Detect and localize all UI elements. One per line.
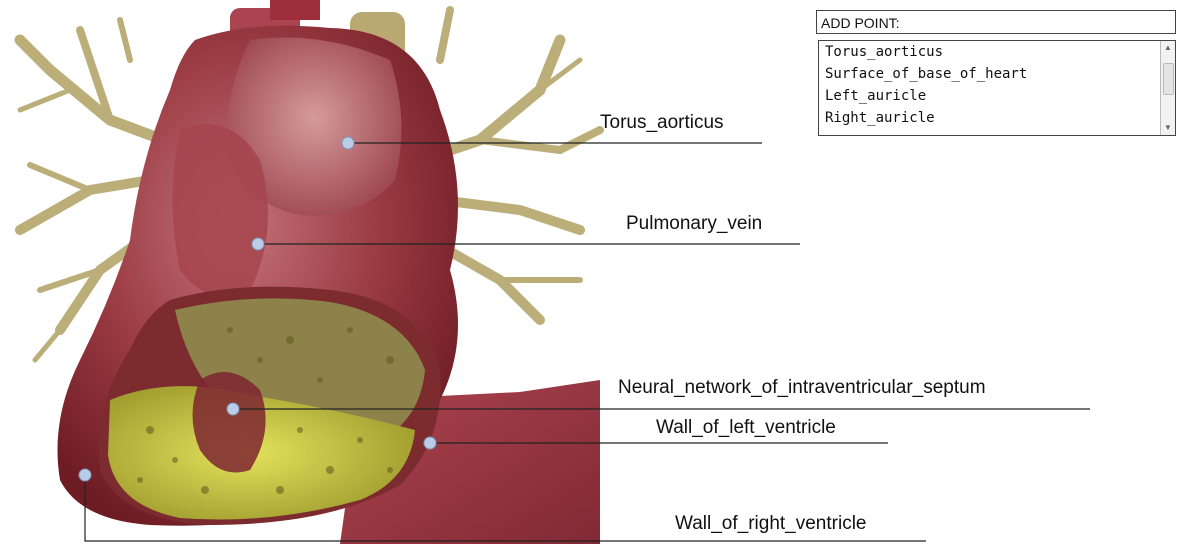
marker-pulmonary-vein[interactable]	[252, 238, 264, 250]
list-item[interactable]: Right_auricle	[825, 110, 935, 126]
list-item[interactable]: Surface_of_base_of_heart	[825, 66, 1027, 82]
scroll-down-arrow-icon[interactable]: ▼	[1161, 121, 1175, 135]
add-point-panel: ADD POINT: Torus_aorticus Surface_of_bas…	[816, 10, 1178, 138]
list-item[interactable]: Torus_aorticus	[825, 44, 943, 60]
list-scrollbar[interactable]: ▲ ▼	[1160, 41, 1175, 135]
marker-left-ventricle[interactable]	[424, 437, 436, 449]
label-septum: Neural_network_of_intraventricular_septu…	[618, 377, 986, 399]
label-pulmonary-vein: Pulmonary_vein	[626, 213, 762, 235]
scroll-thumb[interactable]	[1163, 63, 1174, 95]
marker-torus-aorticus[interactable]	[342, 137, 354, 149]
add-point-list[interactable]: Torus_aorticus Surface_of_base_of_heart …	[818, 40, 1176, 136]
add-point-header: ADD POINT:	[816, 10, 1176, 34]
top-vessel-3	[270, 0, 320, 20]
scroll-up-arrow-icon[interactable]: ▲	[1161, 41, 1175, 55]
label-left-ventricle: Wall_of_left_ventricle	[656, 417, 836, 439]
marker-right-ventricle[interactable]	[79, 469, 91, 481]
label-torus-aorticus: Torus_aorticus	[600, 112, 724, 134]
label-right-ventricle: Wall_of_right_ventricle	[675, 513, 867, 535]
marker-septum[interactable]	[227, 403, 239, 415]
list-item[interactable]: Left_auricle	[825, 88, 926, 104]
